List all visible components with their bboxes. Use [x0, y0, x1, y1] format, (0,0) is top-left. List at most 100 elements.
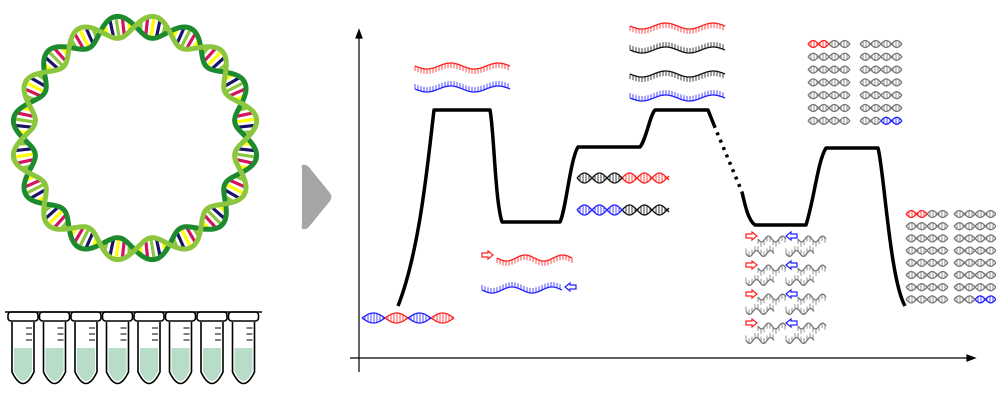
base-pair: [28, 75, 48, 89]
dna-helix-icon: [905, 246, 949, 255]
base-pair: [52, 213, 68, 230]
base-pair: [234, 157, 255, 165]
next-step-arrow-icon: [301, 164, 332, 230]
single-strand-icon: [745, 303, 775, 316]
dna-helix-icon: [859, 91, 903, 100]
base-pair: [184, 31, 198, 51]
dna-helix-icon: [953, 246, 996, 255]
base-pair: [15, 111, 36, 119]
pcr-tube-icon: [164, 311, 197, 385]
dna-helix-icon: [859, 116, 903, 125]
dna-helix-icon: [859, 78, 903, 87]
base-pair: [179, 27, 193, 49]
base-pair: [149, 237, 156, 260]
single-strand-icon: [797, 235, 827, 247]
dna-helix-icon: [576, 204, 670, 216]
single-strand-icon: [629, 42, 726, 54]
dna-helix-icon: [953, 234, 996, 243]
base-pair: [120, 239, 126, 260]
base-pair: [227, 178, 247, 189]
pcr-tube-icon: [38, 311, 71, 385]
base-pair: [46, 208, 65, 227]
dna-helix-icon: [859, 103, 903, 113]
single-strand-icon: [757, 264, 787, 276]
single-strand-icon: [745, 245, 775, 258]
base-pair: [175, 26, 186, 46]
base-pair: [236, 123, 257, 129]
base-pair: [202, 213, 218, 230]
x-axis-arrowhead: [966, 354, 977, 362]
base-pair: [149, 16, 156, 39]
temperature-profile: [396, 108, 907, 307]
base-pair: [175, 230, 186, 250]
pcr-tube-icon: [227, 311, 260, 385]
base-pair: [108, 237, 116, 258]
base-pair: [24, 80, 46, 94]
base-pair: [108, 18, 116, 39]
dna-helix-icon: [905, 283, 949, 292]
base-pair: [120, 16, 126, 37]
primer-arrow-icon: [785, 317, 798, 329]
chart-axes: [350, 28, 977, 372]
base-pair: [13, 152, 36, 159]
single-strand-icon: [496, 254, 573, 266]
dna-helix-icon: [905, 234, 949, 243]
dna-helix-icon: [953, 283, 996, 292]
primer-arrow-icon: [481, 249, 494, 261]
pcr-tube-strip: [5, 311, 262, 385]
base-pair: [210, 55, 227, 71]
base-pair: [15, 157, 36, 165]
dna-helix-icon: [905, 295, 949, 304]
single-strand-icon: [785, 274, 815, 287]
dna-helix-icon: [905, 209, 949, 219]
base-pair: [84, 26, 95, 46]
primer-arrow-icon: [745, 230, 758, 242]
base-pair: [77, 227, 91, 249]
base-pair: [222, 187, 242, 201]
dna-helix-icon: [576, 172, 670, 184]
base-pair: [234, 111, 255, 119]
base-pair: [72, 31, 86, 51]
primer-arrow-icon: [745, 317, 758, 329]
dna-helix-icon: [807, 91, 851, 100]
base-pair: [236, 147, 257, 153]
base-pair: [222, 75, 242, 89]
base-pair: [227, 87, 247, 98]
base-pair: [28, 187, 48, 201]
base-pair: [23, 87, 43, 98]
dna-helix-icon: [807, 52, 851, 61]
primer-arrow-icon: [745, 288, 758, 300]
base-pair: [77, 27, 91, 49]
single-strand-icon: [757, 293, 787, 305]
dna-helix-icon: [953, 222, 996, 231]
base-pair: [144, 239, 150, 260]
base-pair: [234, 152, 257, 159]
base-pair: [13, 123, 34, 129]
pcr-tube-icon: [101, 311, 134, 385]
base-pair: [84, 230, 95, 250]
base-pair: [23, 178, 43, 189]
single-strand-icon: [785, 303, 815, 316]
primer-arrow-icon: [785, 288, 798, 300]
single-strand-icon: [629, 90, 726, 102]
dna-helix-icon: [953, 270, 996, 280]
dna-helix-icon: [807, 78, 851, 87]
base-pair: [114, 16, 121, 39]
primer-arrow-icon: [745, 259, 758, 271]
pcr-tube-icon: [196, 311, 228, 385]
base-pair: [154, 237, 162, 258]
base-pair: [72, 225, 86, 245]
dna-helix-icon: [953, 209, 996, 219]
single-strand-icon: [797, 293, 827, 305]
dna-helix-icon: [905, 258, 949, 267]
pcr-tube-icon: [133, 311, 165, 385]
y-axis-arrowhead: [355, 28, 363, 39]
single-strand-icon: [414, 62, 511, 74]
base-pair: [210, 205, 227, 221]
base-pair: [46, 49, 65, 68]
base-pair: [224, 80, 246, 94]
single-strand-icon: [785, 332, 815, 345]
base-pair: [202, 46, 218, 63]
single-strand-icon: [797, 264, 827, 276]
